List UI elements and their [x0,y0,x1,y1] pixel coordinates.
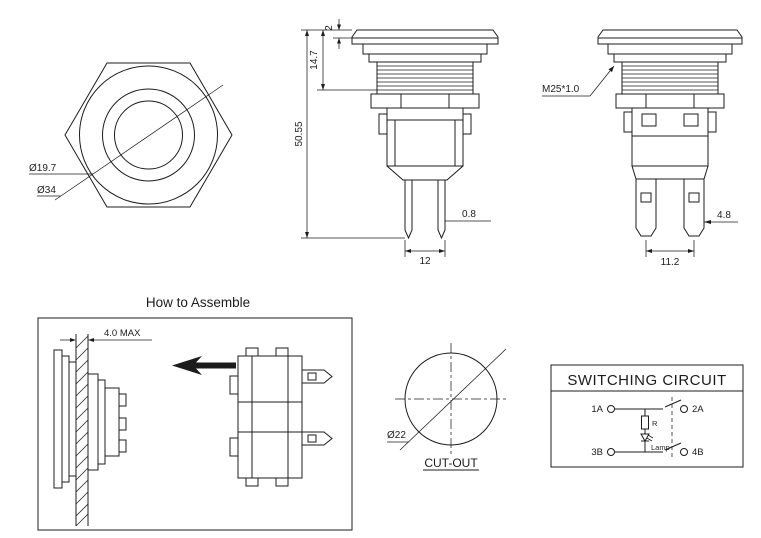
cutout-view: Ø22 CUT-OUT [383,336,523,478]
cutout-drawing: Ø22 CUT-OUT [387,343,507,471]
head-assembly [53,349,127,489]
switch-body-rear [597,29,743,237]
circuit-diagram: SWITCHING CIRCUIT 1A 2A 3B 4B [550,364,744,468]
circuit-title: SWITCHING CIRCUIT [567,372,726,389]
dim-pin-pitch: 11.2 [661,257,680,268]
dim-panel-thickness: 4.0 MAX [104,328,141,339]
insert-direction-arrow [172,356,236,375]
terminal-pin [635,179,657,237]
terminal-1a-label: 1A [591,404,603,415]
rear-view: M25*1.0 4.8 11.2 [538,16,760,268]
led-symbol [640,433,650,443]
terminal-pin [404,180,413,240]
cutout-label: CUT-OUT [424,456,478,470]
terminal-2a-contact [680,405,688,413]
hex-bezel [64,62,233,208]
thread-spec-label: M25*1.0 [542,84,580,95]
dim-upper-height: 14.7 [309,50,320,70]
circuit-row-top: 1A 2A [591,399,704,415]
circuit-view: SWITCHING CIRCUIT 1A 2A 3B 4B [545,360,750,472]
terminal-4b-label: 4B [692,447,704,458]
terminal-1a-contact [607,405,615,413]
dim-pin-width: 4.8 [717,210,731,221]
dim-head-diameter: Ø34 [37,185,56,196]
mounting-panel [75,334,89,527]
lamp-label: Lamp [651,443,670,452]
dim-pin-span: 12 [419,256,431,267]
terminal-pin [302,369,333,384]
assembly-title: How to Assemble [146,295,250,310]
dim-total-height: 50.55 [294,121,305,146]
front-view-drawing: Ø19.7 Ø34 [29,62,233,208]
terminal-pin [302,431,333,446]
resistor-symbol [641,415,649,430]
terminal-pin [683,179,705,237]
side-view-drawing: 2 14.7 50.55 0.8 12 [294,19,499,267]
switch-mechanism-body [229,347,333,487]
assembly-frame [37,317,353,531]
terminal-2a-label: 2A [692,404,704,415]
resistor-label: R [652,419,658,428]
side-view: 2 14.7 50.55 0.8 12 [293,14,508,267]
assembly-view: How to Assemble 4.0 MAX [30,292,360,538]
dim-hole-diameter: Ø22 [387,430,406,441]
assembly-drawing: How to Assemble 4.0 MAX [37,295,353,531]
terminal-pin [437,180,446,240]
rear-view-dimensions: M25*1.0 4.8 11.2 [542,65,738,268]
circuit-row-bottom: 3B 4B [591,442,704,458]
switch-body-side [351,29,499,240]
dim-pin-thickness: 0.8 [462,209,476,220]
panel-thickness-dimension: 4.0 MAX [60,328,152,342]
terminal-3b-contact [607,448,615,456]
terminal-3b-label: 3B [591,447,603,458]
front-view-dimensions: Ø19.7 Ø34 [29,84,224,201]
dim-button-diameter: Ø19.7 [29,163,57,174]
terminal-4b-contact [680,448,688,456]
rear-view-drawing: M25*1.0 4.8 11.2 [542,29,743,268]
side-view-dimensions: 2 14.7 50.55 0.8 12 [294,19,491,267]
lamp-branch: R Lamp [640,409,670,452]
dim-cap-height: 2 [324,25,335,31]
circuit-frame [550,364,744,468]
front-view: Ø19.7 Ø34 [25,40,240,225]
